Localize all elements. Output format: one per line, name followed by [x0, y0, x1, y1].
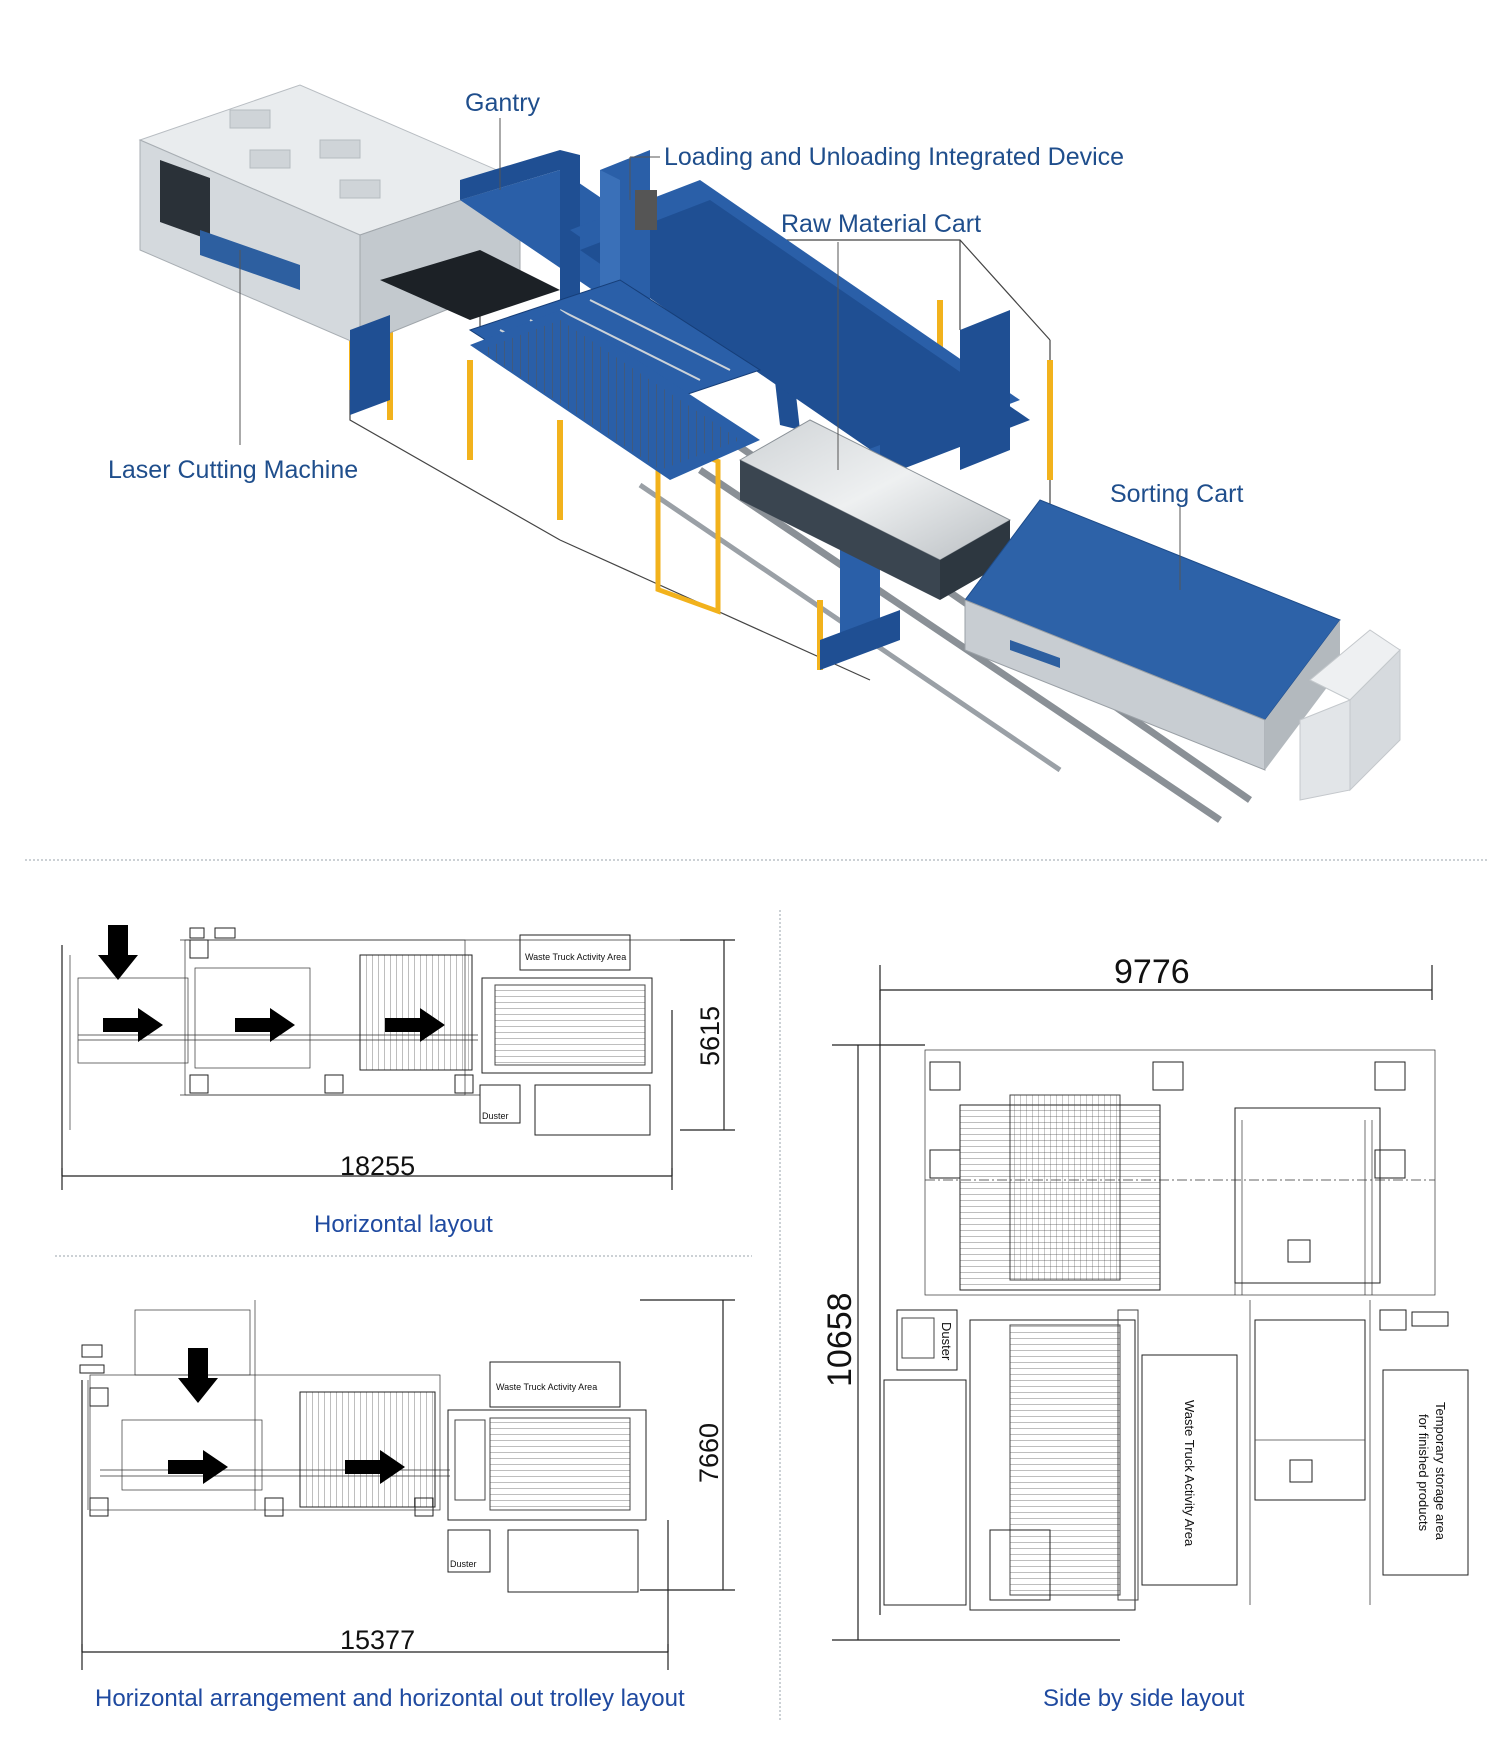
- horizontal-layout-drawing: 18255 5615 Waste Truck Activity Area Dus…: [61, 925, 735, 1190]
- callout-laser-machine: Laser Cutting Machine: [108, 456, 358, 484]
- callout-sorting-cart: Sorting Cart: [1110, 480, 1243, 508]
- callout-leaders: [239, 118, 1181, 590]
- duster-unit-3d: [1299, 629, 1401, 801]
- out-trolley-width-dim: 15377: [340, 1625, 415, 1655]
- machine-3d-illustration: Gantry Loading and Unloading Integrated …: [108, 84, 1401, 823]
- side-duster-label: Duster: [939, 1322, 954, 1361]
- out-trolley-flow-arrows: [168, 1348, 405, 1484]
- horizontal-height-dim: 5615: [695, 1006, 725, 1066]
- out-trolley-height-dim: 7660: [694, 1423, 724, 1483]
- exchange-table: [470, 310, 760, 480]
- horizontal-width-dim: 18255: [340, 1151, 415, 1181]
- callout-loading-device: Loading and Unloading Integrated Device: [664, 143, 1124, 171]
- sorting-cart: [964, 499, 1341, 771]
- side-waste-label: Waste Truck Activity Area: [1182, 1400, 1197, 1547]
- horizontal-duster-label: Duster: [482, 1111, 509, 1121]
- out-trolley-layout-drawing: 15377 7660 Waste Truck Activity Area Dus…: [79, 1299, 735, 1670]
- side-storage-label-line1: Temporary storage area: [1433, 1402, 1448, 1541]
- side-height-dim: 10658: [821, 1292, 859, 1387]
- horizontal-flow-arrows: [98, 925, 445, 1042]
- side-width-dim: 9776: [1114, 953, 1190, 991]
- callout-gantry: Gantry: [465, 89, 541, 117]
- out-trolley-layout-caption: Horizontal arrangement and horizontal ou…: [95, 1685, 685, 1712]
- horizontal-layout-caption: Horizontal layout: [314, 1211, 493, 1238]
- side-by-side-layout-drawing: 9776 10658 Waste Truck Activity: [821, 953, 1469, 1641]
- laser-cutting-machine: [138, 84, 560, 346]
- callout-raw-material-cart: Raw Material Cart: [781, 210, 981, 238]
- side-by-side-layout-caption: Side by side layout: [1043, 1685, 1245, 1712]
- horizontal-waste-label: Waste Truck Activity Area: [525, 952, 626, 962]
- raw-material-cart: [738, 419, 1012, 600]
- side-storage-label-line2: for finished products: [1416, 1414, 1431, 1532]
- out-trolley-waste-label: Waste Truck Activity Area: [496, 1382, 597, 1392]
- out-trolley-duster-label: Duster: [450, 1559, 477, 1569]
